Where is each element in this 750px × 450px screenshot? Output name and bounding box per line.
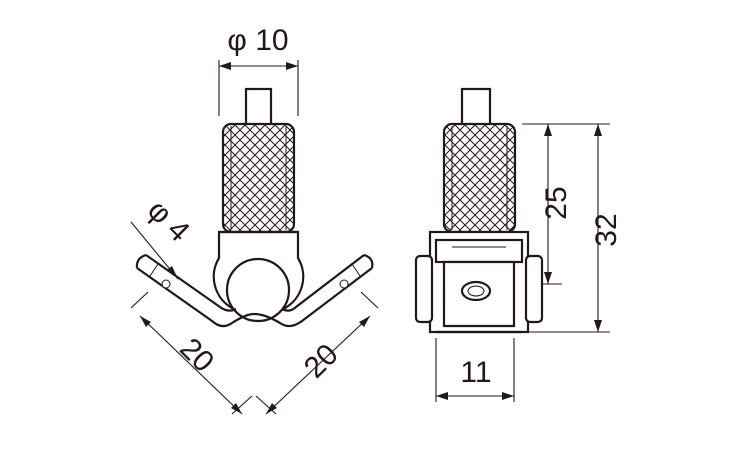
side-knurled-sleeve	[442, 122, 517, 234]
front-top-pin	[244, 87, 273, 127]
label-knurl-length: 25	[540, 186, 573, 219]
label-base-width: 11	[460, 356, 491, 389]
side-left-flange	[414, 254, 434, 324]
label-shaft-diameter: φ 10	[227, 24, 288, 57]
dim-knurl-length: 25	[522, 123, 573, 285]
label-wire-diameter: φ 4	[141, 194, 196, 249]
front-hook-wire	[135, 253, 374, 328]
side-oval-slot	[460, 280, 492, 302]
front-knurled-sleeve	[221, 122, 296, 234]
side-view	[414, 87, 544, 334]
dim-shaft-diameter: φ 10	[218, 24, 299, 116]
dim-total-height: 32	[522, 123, 623, 333]
front-hole	[225, 257, 291, 323]
dim-base-width: 11	[435, 338, 515, 402]
label-total-height: 32	[590, 213, 623, 246]
label-left-arm-length: 20	[173, 332, 220, 379]
front-view	[135, 87, 374, 328]
side-right-flange	[524, 254, 544, 324]
side-top-pin	[460, 87, 492, 127]
